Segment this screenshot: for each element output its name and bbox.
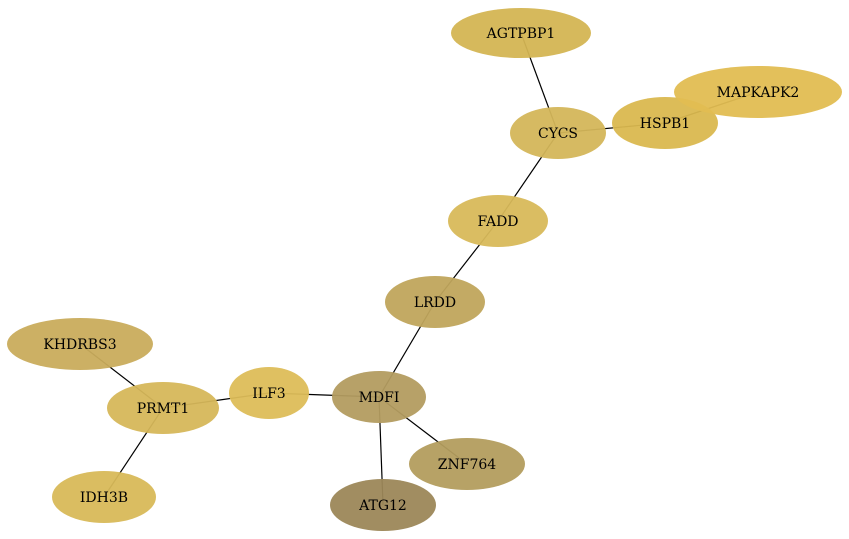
- node-prmt1[interactable]: PRMT1: [107, 382, 219, 434]
- node-ellipse: [332, 371, 426, 423]
- node-lrdd[interactable]: LRDD: [385, 276, 485, 328]
- node-ellipse: [7, 318, 153, 370]
- node-label: ATG12: [358, 498, 407, 514]
- node-label: CYCS: [538, 126, 578, 142]
- node-ellipse: [674, 66, 842, 118]
- node-fadd[interactable]: FADD: [448, 195, 548, 247]
- node-mapkapk2[interactable]: MAPKAPK2: [674, 66, 842, 118]
- node-ellipse: [510, 107, 606, 159]
- node-label: KHDRBS3: [43, 337, 116, 353]
- node-label: MDFI: [359, 390, 400, 406]
- node-ellipse: [385, 276, 485, 328]
- node-atg12[interactable]: ATG12: [330, 479, 436, 531]
- node-ellipse: [409, 438, 525, 490]
- node-label: PRMT1: [137, 401, 190, 417]
- node-ellipse: [52, 471, 156, 523]
- node-ellipse: [330, 479, 436, 531]
- node-label: ILF3: [252, 386, 285, 402]
- node-label: ZNF764: [438, 457, 497, 473]
- node-ilf3[interactable]: ILF3: [229, 367, 309, 419]
- node-agtpbp1[interactable]: AGTPBP1: [451, 8, 591, 58]
- node-label: LRDD: [414, 295, 456, 311]
- node-ellipse: [229, 367, 309, 419]
- node-hspb1[interactable]: HSPB1: [612, 97, 718, 149]
- node-cycs[interactable]: CYCS: [510, 107, 606, 159]
- node-ellipse: [451, 8, 591, 58]
- node-label: AGTPBP1: [486, 26, 556, 42]
- node-label: MAPKAPK2: [717, 85, 800, 101]
- node-mdfi[interactable]: MDFI: [332, 371, 426, 423]
- node-znf764[interactable]: ZNF764: [409, 438, 525, 490]
- node-idh3b[interactable]: IDH3B: [52, 471, 156, 523]
- node-khdrbs3[interactable]: KHDRBS3: [7, 318, 153, 370]
- node-label: IDH3B: [80, 490, 128, 506]
- node-ellipse: [107, 382, 219, 434]
- node-ellipse: [612, 97, 718, 149]
- node-label: FADD: [477, 214, 518, 230]
- node-label: HSPB1: [640, 116, 690, 132]
- node-ellipse: [448, 195, 548, 247]
